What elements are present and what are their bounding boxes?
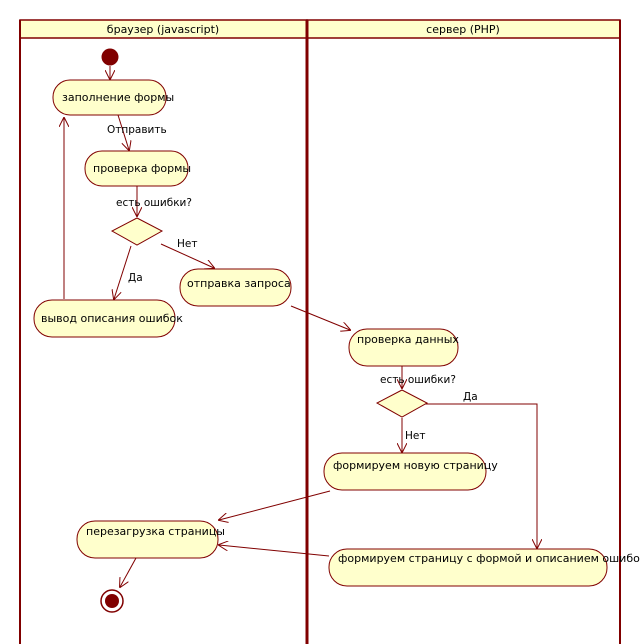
- action-check-form-label: проверка формы: [93, 162, 191, 175]
- start-node: [101, 48, 119, 66]
- action-send-request-label: отправка запроса: [187, 277, 291, 290]
- end-node: [100, 589, 124, 613]
- label-has-errors-2: есть ошибки?: [380, 374, 456, 386]
- label-yes-2: Да: [463, 391, 478, 403]
- lane-title-browser: браузер (javascript): [107, 23, 219, 36]
- lane-title-server: сервер (PHP): [426, 23, 500, 36]
- edge-decision1-no: [160, 243, 214, 268]
- action-page-with-form: формируем страницу с формой и описанием …: [328, 548, 640, 587]
- edge-send-to-checkdata: [290, 305, 350, 330]
- action-reload-page-label: перезагрузка страницы: [86, 525, 225, 538]
- edge-fill-to-check: [117, 114, 129, 150]
- decision-node-browser: [110, 217, 164, 246]
- label-yes-1: Да: [128, 272, 143, 284]
- edge-decision1-yes: [114, 245, 132, 299]
- label-has-errors-1: есть ошибки?: [116, 197, 192, 209]
- edge-reload-to-end: [120, 557, 137, 587]
- edges: [64, 66, 537, 587]
- action-page-with-form-label: формируем страницу с формой и описанием …: [338, 552, 640, 565]
- action-show-errors-label: вывод описания ошибок: [41, 312, 183, 325]
- edge-pageform-to-reload: [219, 545, 330, 557]
- edge-newpage-to-reload: [219, 490, 331, 520]
- label-submit: Отправить: [107, 124, 167, 136]
- decision-node-server: [375, 389, 429, 418]
- action-send-request: отправка запроса: [179, 268, 292, 307]
- action-check-data: проверка данных: [348, 328, 459, 367]
- action-new-page-label: формируем новую страницу: [333, 459, 498, 472]
- label-no-1: Нет: [177, 238, 197, 250]
- edge-decision2-yes: [424, 403, 537, 548]
- action-fill-form-label: заполнение формы: [62, 91, 174, 104]
- swimlanes: браузер (javascript) сервер (PHP): [19, 19, 621, 644]
- action-check-data-label: проверка данных: [357, 333, 459, 346]
- action-reload-page: перезагрузка страницы: [76, 520, 225, 559]
- action-show-errors: вывод описания ошибок: [33, 299, 183, 338]
- action-fill-form: заполнение формы: [52, 79, 174, 116]
- label-no-2: Нет: [405, 430, 425, 442]
- action-new-page: формируем новую страницу: [323, 452, 498, 491]
- action-check-form: проверка формы: [84, 150, 191, 187]
